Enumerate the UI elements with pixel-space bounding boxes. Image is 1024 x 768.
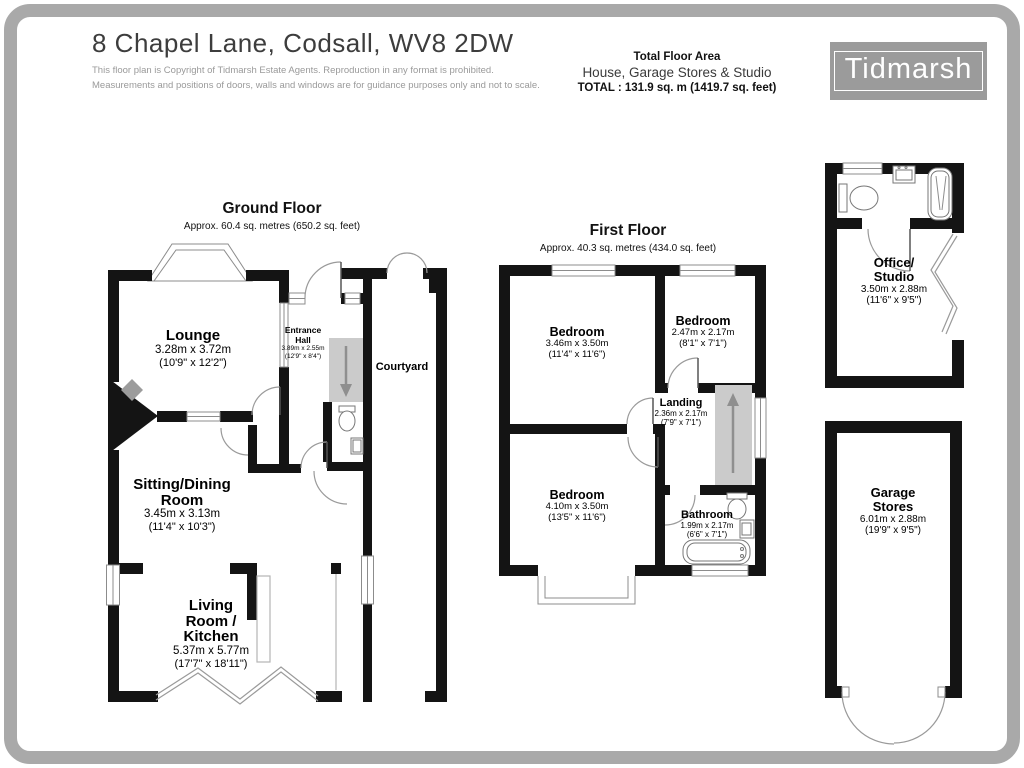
patio-bifold-doors-icon — [155, 666, 319, 705]
tidmarsh-logo: Tidmarsh — [830, 42, 987, 100]
gf-walls — [108, 268, 447, 702]
courtyard-french-doors-icon — [386, 252, 428, 274]
room-label-garage-stores: Garage Stores 6.01m x 2.88m (19'9" x 9'5… — [859, 485, 927, 537]
studio-folding-door-icon — [930, 233, 958, 335]
ff-windows — [551, 264, 767, 577]
gf-windows — [106, 292, 374, 606]
rear-bay-window-icon — [537, 576, 636, 605]
room-label-landing: Landing 2.36m x 2.17m (7'9" x 7'1") — [654, 397, 708, 427]
room-label-sitting-dining: Sitting/Dining Room 3.45m x 3.13m (11'4"… — [133, 476, 231, 533]
bay-window-icon — [147, 243, 253, 282]
ground-floor-title: Ground Floor Approx. 60.4 sq. metres (65… — [183, 200, 361, 232]
total-area-label: Total Floor Area — [633, 51, 721, 63]
studio-bath-icon — [927, 167, 953, 221]
room-label-courtyard: Courtyard — [375, 361, 429, 373]
office-walls — [825, 163, 964, 388]
bathroom-sink-icon — [739, 519, 755, 539]
studio-sink-icon — [892, 165, 916, 184]
studio-toilet-icon — [838, 183, 879, 213]
chimney-icon — [121, 379, 143, 401]
gf-stairs-down — [329, 338, 363, 402]
entrance-door-icon — [304, 261, 342, 299]
office-studio-plan — [825, 162, 964, 388]
total-area-value: TOTAL : 131.9 sq. m (1419.7 sq. feet) — [577, 82, 777, 94]
ground-floor-plan — [106, 243, 447, 705]
ff-stairs-up — [715, 385, 752, 485]
bathroom-toilet-icon — [726, 492, 748, 520]
ff-door-arcs — [626, 357, 699, 526]
wc-toilet-icon — [338, 405, 356, 432]
garage-stores-plan — [825, 421, 962, 745]
room-label-entrance-hall: Entrance Hall 3.89m x 2.55m (12'9" x 8'4… — [281, 325, 325, 360]
gf-door-arcs — [220, 386, 348, 505]
office-windows — [842, 162, 883, 175]
room-label-bedroom-small: Bedroom 2.47m x 2.17m (8'1" x 7'1") — [671, 314, 735, 349]
room-label-office-studio: Office/ Studio 3.50m x 2.88m (11'6" x 9'… — [860, 255, 928, 307]
room-label-bedroom-rear: Bedroom 4.10m x 3.50m (13'5" x 11'6") — [545, 488, 609, 523]
tidmarsh-logo-text: Tidmarsh — [833, 51, 984, 91]
first-floor-plan — [499, 264, 767, 605]
total-area-scope: House, Garage Stores & Studio — [582, 65, 772, 80]
bathtub-icon — [682, 539, 751, 565]
first-floor-title: First Floor Approx. 40.3 sq. metres (434… — [539, 222, 717, 254]
page-title: 8 Chapel Lane, Codsall, WV8 2DW — [92, 28, 514, 58]
copyright-text: This floor plan is Copyright of Tidmarsh… — [92, 65, 540, 91]
room-label-bedroom-front: Bedroom 3.46m x 3.50m (11'4" x 11'6") — [545, 325, 609, 360]
garage-double-doors-icon — [841, 686, 946, 745]
garage-walls — [825, 421, 962, 698]
ff-walls — [499, 265, 766, 576]
room-label-bathroom: Bathroom 1.99m x 2.17m (6'6" x 7'1") — [680, 509, 734, 539]
wc-sink-icon — [350, 437, 364, 455]
room-label-lounge: Lounge 3.28m x 3.72m (10'9" x 12'2") — [154, 327, 232, 369]
office-door-arc — [867, 228, 911, 272]
room-label-living-kitchen: Living Room / Kitchen 5.37m x 5.77m (17'… — [172, 597, 250, 670]
total-floor-area: Total Floor Area House, Garage Stores & … — [578, 51, 777, 94]
kitchen-counter — [256, 575, 271, 663]
